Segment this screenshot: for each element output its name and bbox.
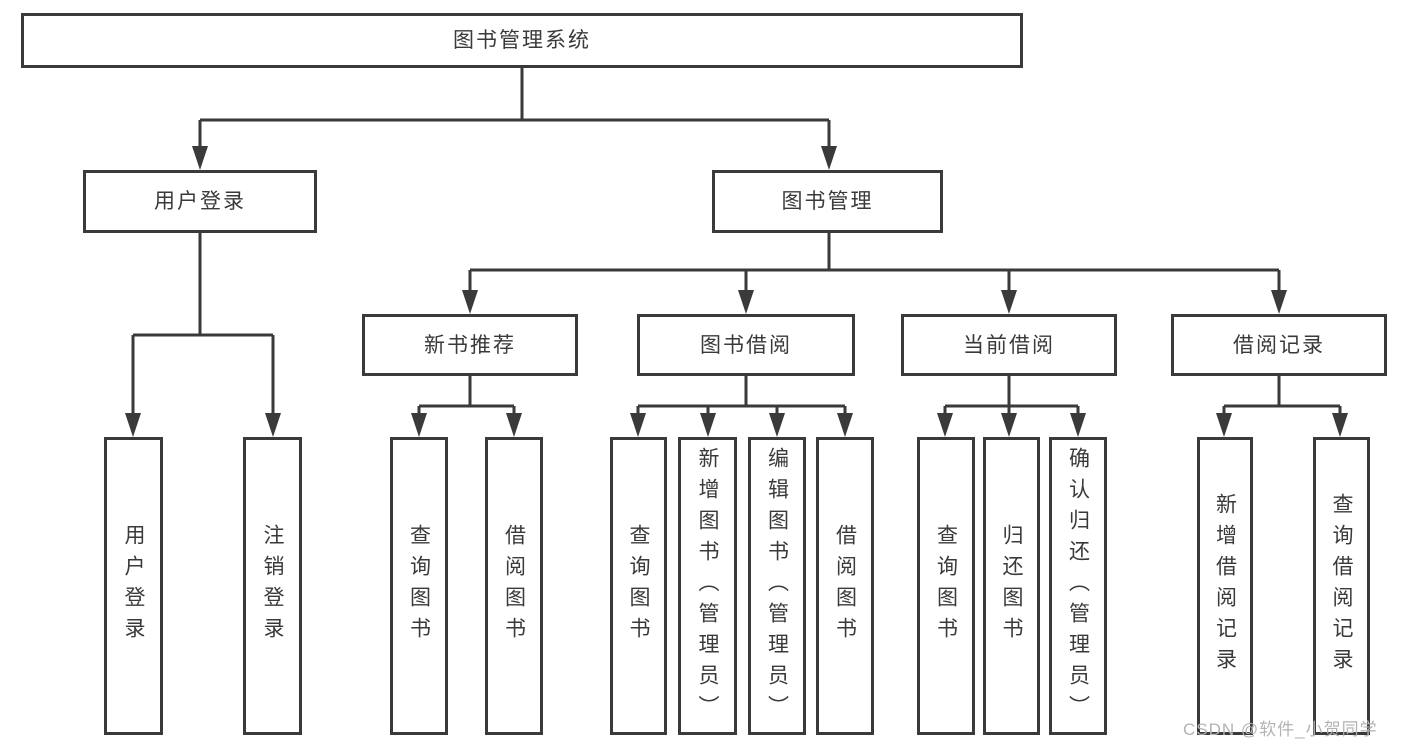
node-borrowing-records: 借阅记录: [1171, 314, 1387, 376]
node-book-borrowing: 图书借阅: [637, 314, 855, 376]
node-return-books-label: 归还图书: [1000, 524, 1023, 648]
node-user-login-label: 用户登录: [154, 190, 246, 213]
node-edit-book-admin-label: 编辑图书（管理员）: [765, 446, 789, 726]
node-add-borrow-record-label: 新增借阅记录: [1213, 493, 1237, 679]
node-book-management-label: 图书管理: [781, 190, 874, 213]
node-current-borrowing: 当前借阅: [901, 314, 1117, 376]
connector-arrowhead: [769, 413, 785, 437]
connector-arrowhead: [1001, 413, 1017, 437]
node-new-book-recommend-label: 新书推荐: [424, 333, 516, 357]
connector-arrowhead: [837, 413, 853, 437]
node-return-books: 归还图书: [983, 437, 1040, 735]
connector-arrowhead: [1216, 413, 1232, 437]
node-logout-leaf-label: 注销登录: [261, 524, 284, 648]
node-add-book-admin: 新增图书（管理员）: [678, 437, 737, 735]
node-query-books-1-label: 查询图书: [407, 524, 431, 648]
node-add-borrow-record: 新增借阅记录: [1197, 437, 1253, 735]
node-user-login-leaf-label: 用户登录: [122, 524, 145, 648]
node-query-books-1: 查询图书: [390, 437, 448, 735]
connector-arrowhead: [265, 413, 281, 437]
node-book-borrowing-label: 图书借阅: [700, 333, 792, 357]
connector-arrowhead: [821, 146, 837, 170]
node-add-book-admin-label: 新增图书（管理员）: [696, 446, 719, 726]
node-borrowing-records-label: 借阅记录: [1233, 333, 1325, 357]
node-query-books-3-label: 查询图书: [934, 524, 958, 648]
connector-arrowhead: [1070, 413, 1086, 437]
node-query-books-2: 查询图书: [610, 437, 667, 735]
node-borrow-books-1-label: 借阅图书: [502, 524, 526, 648]
connector-arrowhead: [411, 413, 427, 437]
connector-arrowhead: [1001, 290, 1017, 314]
node-borrow-books-1: 借阅图书: [485, 437, 543, 735]
node-query-books-3: 查询图书: [917, 437, 975, 735]
connector-arrowhead: [125, 413, 141, 437]
node-current-borrowing-label: 当前借阅: [963, 333, 1055, 357]
node-library-system: 图书管理系统: [21, 13, 1023, 68]
node-borrow-books-2-label: 借阅图书: [833, 524, 857, 648]
connector-arrowhead: [1271, 290, 1287, 314]
node-query-books-2-label: 查询图书: [627, 524, 650, 648]
node-confirm-return-admin: 确认归还（管理员）: [1049, 437, 1107, 735]
node-borrow-books-2: 借阅图书: [816, 437, 874, 735]
node-user-login-leaf: 用户登录: [104, 437, 163, 735]
csdn-watermark: CSDN @软件_小贺同学: [1183, 720, 1378, 739]
node-query-borrow-record: 查询借阅记录: [1313, 437, 1370, 735]
connector-arrowhead: [462, 290, 478, 314]
node-book-management: 图书管理: [712, 170, 943, 233]
connector-arrowhead: [506, 413, 522, 437]
connector-arrowhead: [192, 146, 208, 170]
connector-arrowhead: [937, 413, 953, 437]
connector-arrowhead: [738, 290, 754, 314]
connector-arrowhead: [1332, 413, 1348, 437]
node-user-login: 用户登录: [83, 170, 317, 233]
node-library-system-label: 图书管理系统: [453, 29, 591, 52]
node-query-borrow-record-label: 查询借阅记录: [1330, 493, 1353, 679]
node-logout-leaf: 注销登录: [243, 437, 302, 735]
node-confirm-return-admin-label: 确认归还（管理员）: [1066, 446, 1090, 726]
node-edit-book-admin: 编辑图书（管理员）: [748, 437, 806, 735]
connector-arrowhead: [700, 413, 716, 437]
node-new-book-recommend: 新书推荐: [362, 314, 578, 376]
connector-arrowhead: [630, 413, 646, 437]
